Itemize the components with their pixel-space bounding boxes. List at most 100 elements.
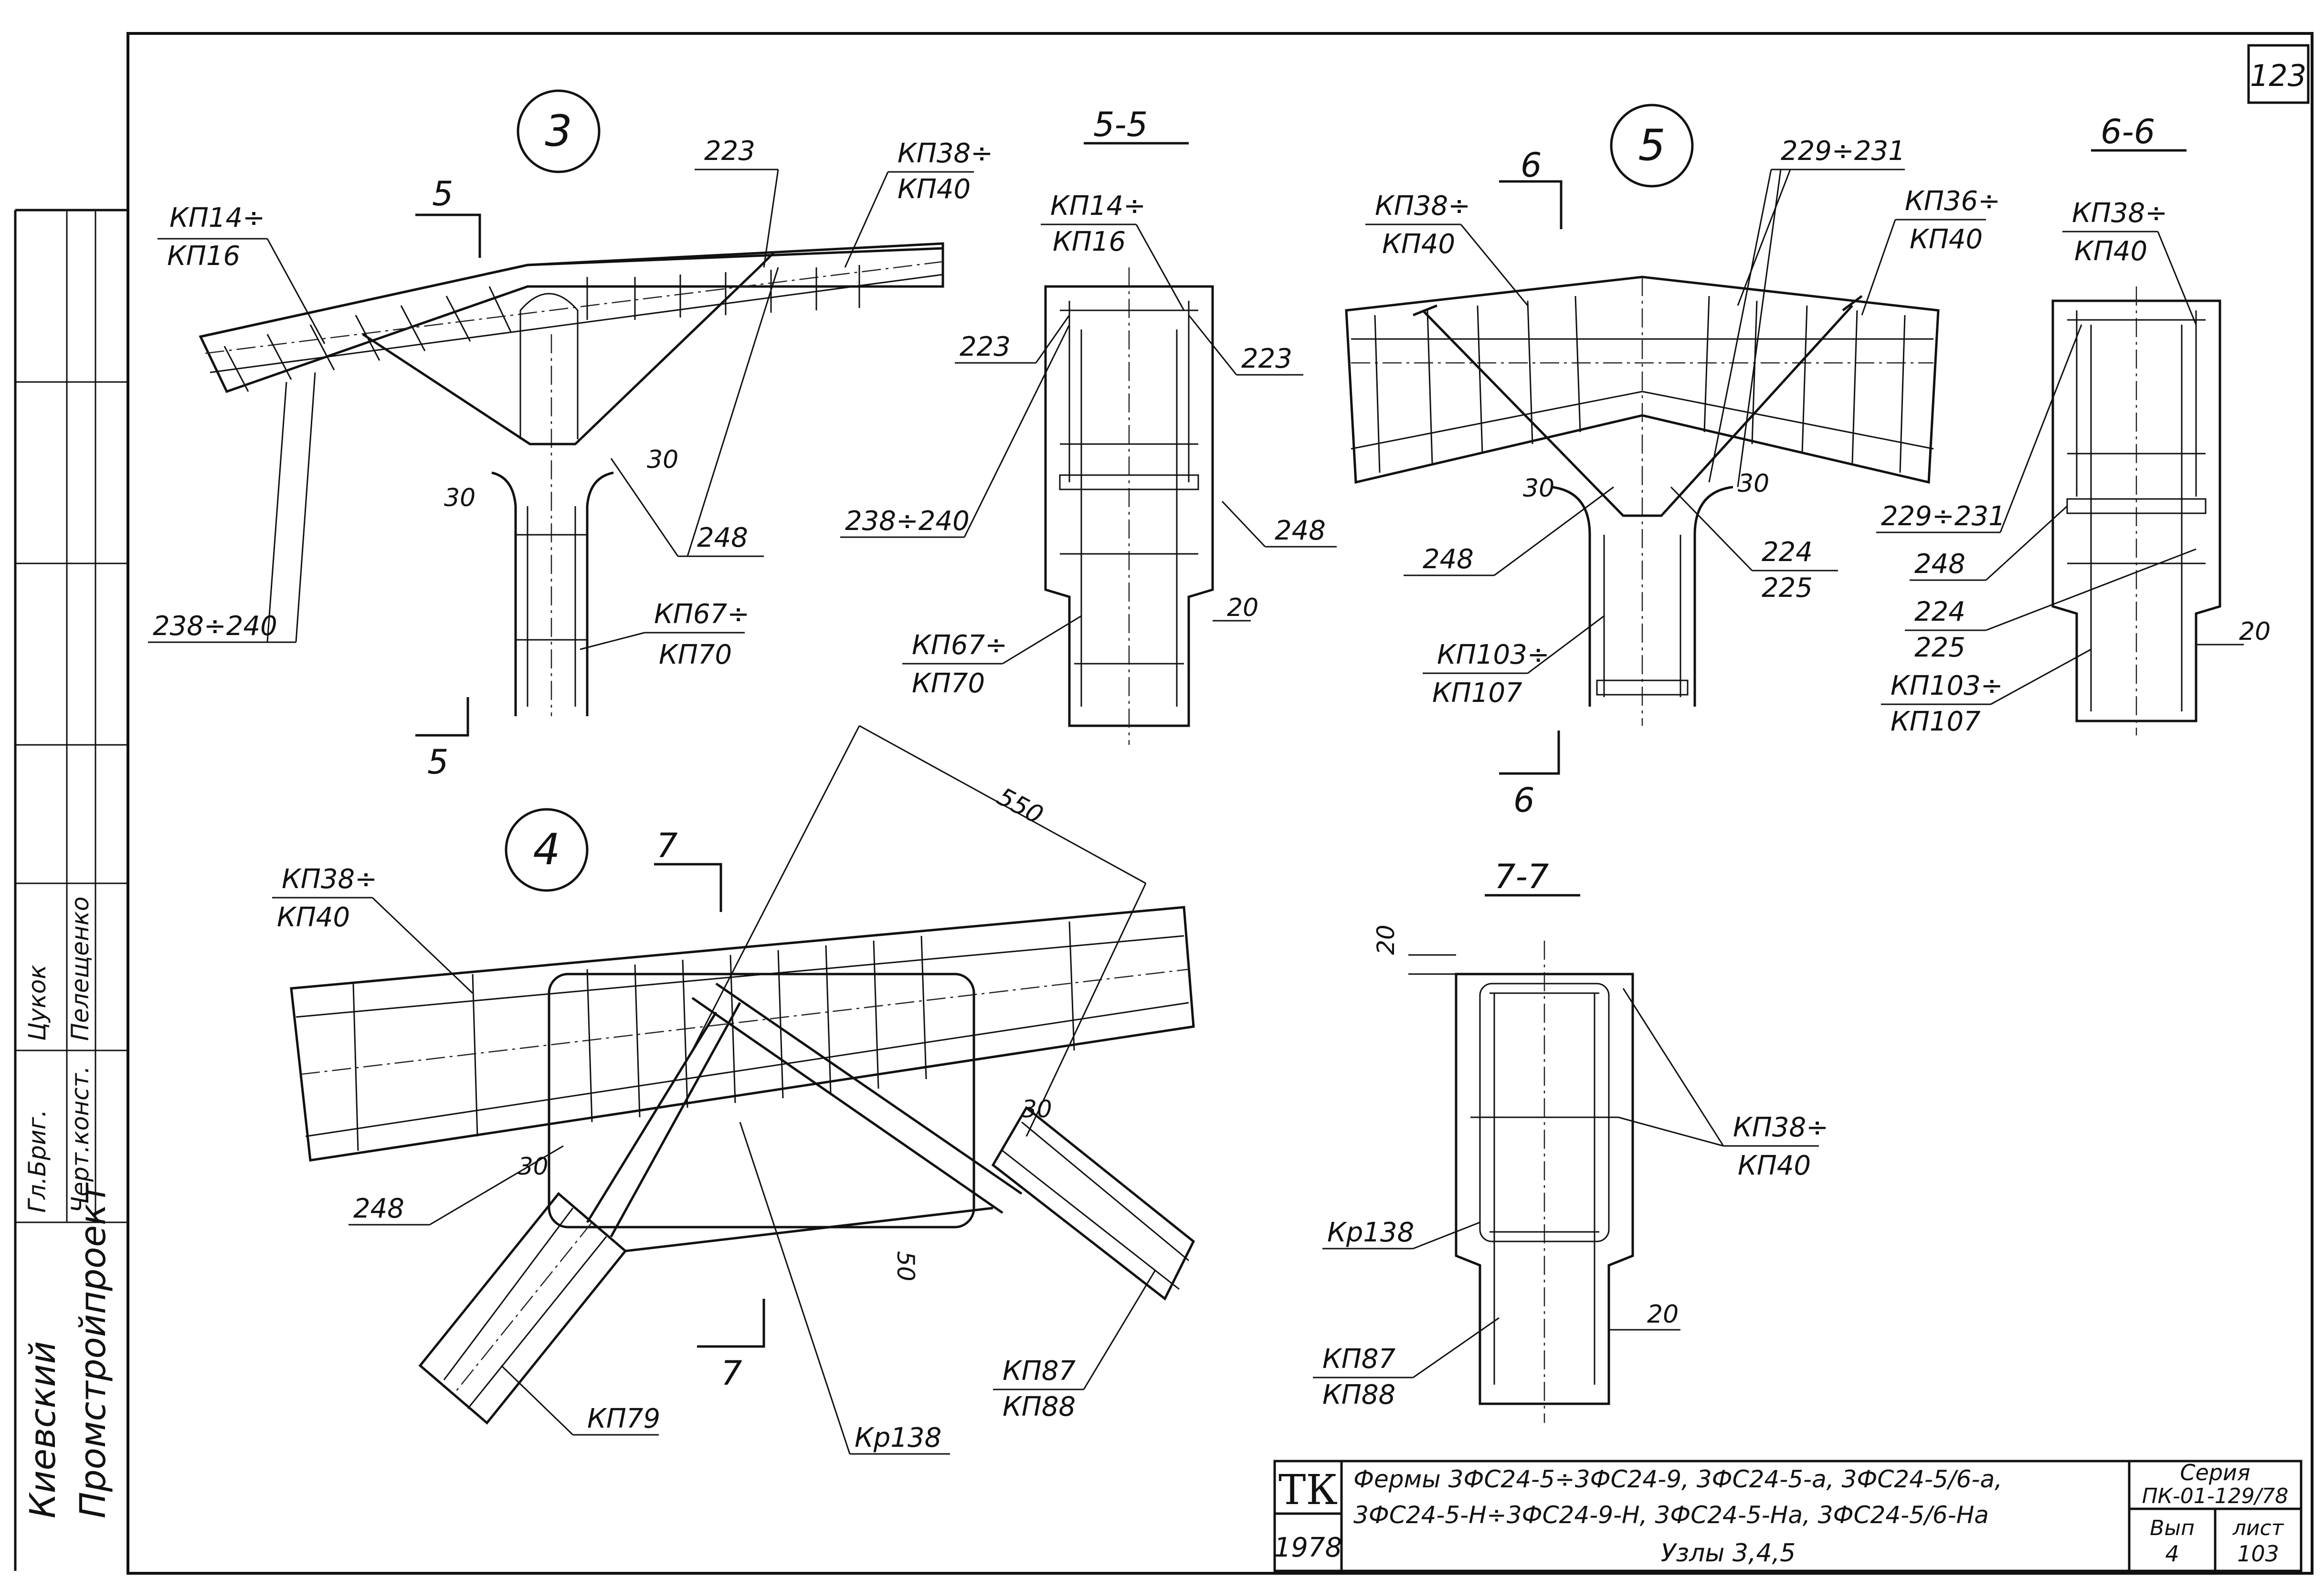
node-5-cut-bottom: 6 <box>1513 781 1535 820</box>
node-5-cut-top: 6 <box>1521 146 1542 185</box>
section-7-7-title: 7-7 <box>1494 857 1549 896</box>
node-5-angle-right: 30 <box>1738 469 1769 498</box>
node-3-label-kp70: КП70 <box>659 639 732 670</box>
node-3-label-238-240: 238÷240 <box>153 611 277 642</box>
section-5-5-title: 5-5 <box>1093 105 1148 144</box>
node-5-label-224: 224 <box>1762 537 1813 568</box>
section-5-5-label-223-right: 223 <box>1241 343 1292 374</box>
node-4-label-kp88: КП88 <box>1003 1391 1076 1422</box>
section-6-6-label-229-231: 229÷231 <box>1881 501 2006 532</box>
title-block-line3: Узлы 3,4,5 <box>1661 1539 1796 1568</box>
node-4-label-kp38: КП38÷ <box>282 864 377 895</box>
section-5-5-label-223-left: 223 <box>960 331 1011 362</box>
sheet-frame <box>127 32 2313 1575</box>
node-5-label-229-231: 229÷231 <box>1781 136 1905 167</box>
node-3-label-kp16: КП16 <box>167 241 240 272</box>
node-4-cut-bottom: 7 <box>721 1354 742 1393</box>
section-5-5-label-kp67: КП67÷ <box>912 630 1007 661</box>
section-5-5: 5-5 КП14÷ КП16 223 223 238÷240 248 20 КП… <box>840 105 1337 745</box>
node-5-label-kp38: КП38÷ <box>1375 191 1470 222</box>
section-6-6: 6-6 КП38÷ КП40 229÷231 248 224 225 20 КП… <box>1876 112 2271 737</box>
section-7-7-dim-bottom: 20 <box>1647 1300 1679 1329</box>
node-4-marker <box>505 808 589 892</box>
node-4-label-kp79: КП79 <box>587 1403 660 1434</box>
node-5-angle-left: 30 <box>1523 474 1554 503</box>
series-label: Серия <box>2180 1460 2250 1485</box>
section-5-5-label-kp14: КП14÷ <box>1050 191 1146 222</box>
section-7-7-label-kr138: Кр138 <box>1327 1217 1414 1248</box>
node-3-marker <box>517 89 601 173</box>
node-5-label-kp107: КП107 <box>1432 678 1522 709</box>
section-5-5-label-kp70: КП70 <box>912 668 985 699</box>
section-6-6-label-kp107: КП107 <box>1891 706 1981 737</box>
node-5-view: 5 6 6 КП38÷ КП40 <box>1345 104 2000 820</box>
section-6-6-label-kp103: КП103÷ <box>1891 670 2003 701</box>
section-5-5-label-248: 248 <box>1275 515 1326 546</box>
title-block-line1: Фермы 3ФС24-5÷3ФС24-9, 3ФС24-5-а, 3ФС24-… <box>1353 1465 2002 1493</box>
title-block-line2: 3ФС24-5-Н÷3ФС24-9-Н, 3ФС24-5-На, 3ФС24-5… <box>1353 1501 1989 1529</box>
node-3-label-kp38: КП38÷ <box>898 138 993 169</box>
node-4-view: 4 <box>272 725 1195 1455</box>
node-3-label-kp14: КП14÷ <box>169 202 265 233</box>
section-6-6-label-225: 225 <box>1914 632 1965 663</box>
node-3-label-kp40: КП40 <box>898 174 971 205</box>
node-3-view: 3 <box>148 89 993 782</box>
node-5-label-248: 248 <box>1423 544 1474 575</box>
node-4-angle-right: 30 <box>1022 1095 1052 1123</box>
section-7-7-label-kp40: КП40 <box>1738 1150 1811 1181</box>
sheet-value: 103 <box>2237 1541 2279 1567</box>
signature-name-1: Цукок <box>23 965 51 1041</box>
node-5-label-kp36: КП36÷ <box>1905 186 2000 217</box>
node-4-label-kr138: Кр138 <box>855 1422 941 1453</box>
section-6-6-label-224: 224 <box>1914 596 1965 627</box>
node-4-cut-top: 7 <box>656 826 678 865</box>
organization-line1: Киевский <box>22 1341 63 1518</box>
node-3-label-223: 223 <box>704 136 755 167</box>
node-3-label-kp67: КП67÷ <box>654 599 750 630</box>
signature-role-1: Гл.Бриг. <box>23 1110 51 1213</box>
section-7-7-label-kp88: КП88 <box>1322 1379 1395 1410</box>
section-7-7: 7-7 20 КП38÷ КП40 Кр138 20 КП87 КП88 <box>1313 857 1828 1423</box>
section-6-6-dim-20: 20 <box>2239 617 2271 646</box>
section-7-7-label-kp87: КП87 <box>1322 1344 1395 1375</box>
node-5-label-225: 225 <box>1762 572 1813 604</box>
issue-value: 4 <box>2165 1541 2179 1567</box>
organization-line2: Промстройпроект <box>73 1182 114 1518</box>
title-block: ТК 1978 Фермы 3ФС24-5÷3ФС24-9, 3ФС24-5-а… <box>1273 1460 2303 1572</box>
title-block-tk: ТК <box>1278 1466 1338 1514</box>
node-4-dim-550: 550 <box>993 783 1048 830</box>
section-6-6-label-kp38: КП38÷ <box>2072 198 2167 229</box>
node-4-number: 4 <box>533 825 560 875</box>
section-5-5-label-kp16: КП16 <box>1053 226 1126 257</box>
node-3-angle-left: 30 <box>444 484 475 512</box>
node-3-number: 3 <box>545 106 572 156</box>
section-5-5-label-238-240: 238÷240 <box>845 506 970 537</box>
section-5-5-dim-20: 20 <box>1227 594 1258 622</box>
section-6-6-title: 6-6 <box>2101 112 2155 151</box>
series-value: ПК-01-129/78 <box>2142 1484 2289 1508</box>
node-3-angle-right: 30 <box>647 445 678 474</box>
node-5-label-kp103: КП103÷ <box>1437 639 1550 670</box>
section-7-7-dim-top: 20 <box>1372 924 1400 955</box>
node-5-number: 5 <box>1638 120 1665 170</box>
node-4-label-248: 248 <box>353 1193 404 1224</box>
title-block-year: 1978 <box>1274 1532 1342 1563</box>
sheet-label: лист <box>2232 1516 2284 1540</box>
signature-name-2: Пелещенко <box>66 897 94 1041</box>
node-5-label-kp40: КП40 <box>1382 229 1455 260</box>
section-7-7-label-kp38: КП38÷ <box>1733 1112 1828 1143</box>
node-4-label-kp87: КП87 <box>1003 1356 1076 1387</box>
node-3-cut-bottom: 5 <box>427 742 449 782</box>
signature-role-2: Черт.конст. <box>66 1066 94 1213</box>
section-6-6-label-248: 248 <box>1914 549 1965 580</box>
node-4-dim-50: 50 <box>892 1251 919 1282</box>
node-3-label-248: 248 <box>697 522 748 553</box>
issue-label: Вып <box>2150 1516 2195 1540</box>
node-4-label-kp40: КП40 <box>277 902 350 933</box>
section-6-6-label-kp40: КП40 <box>2074 236 2147 267</box>
node-3-cut-top: 5 <box>432 174 454 213</box>
organization-stamp: Киевский Промстройпроект Гл.Бриг. Черт.к… <box>22 897 114 1518</box>
page-number-box <box>2247 44 2310 104</box>
node-5-marker <box>1610 104 1694 188</box>
